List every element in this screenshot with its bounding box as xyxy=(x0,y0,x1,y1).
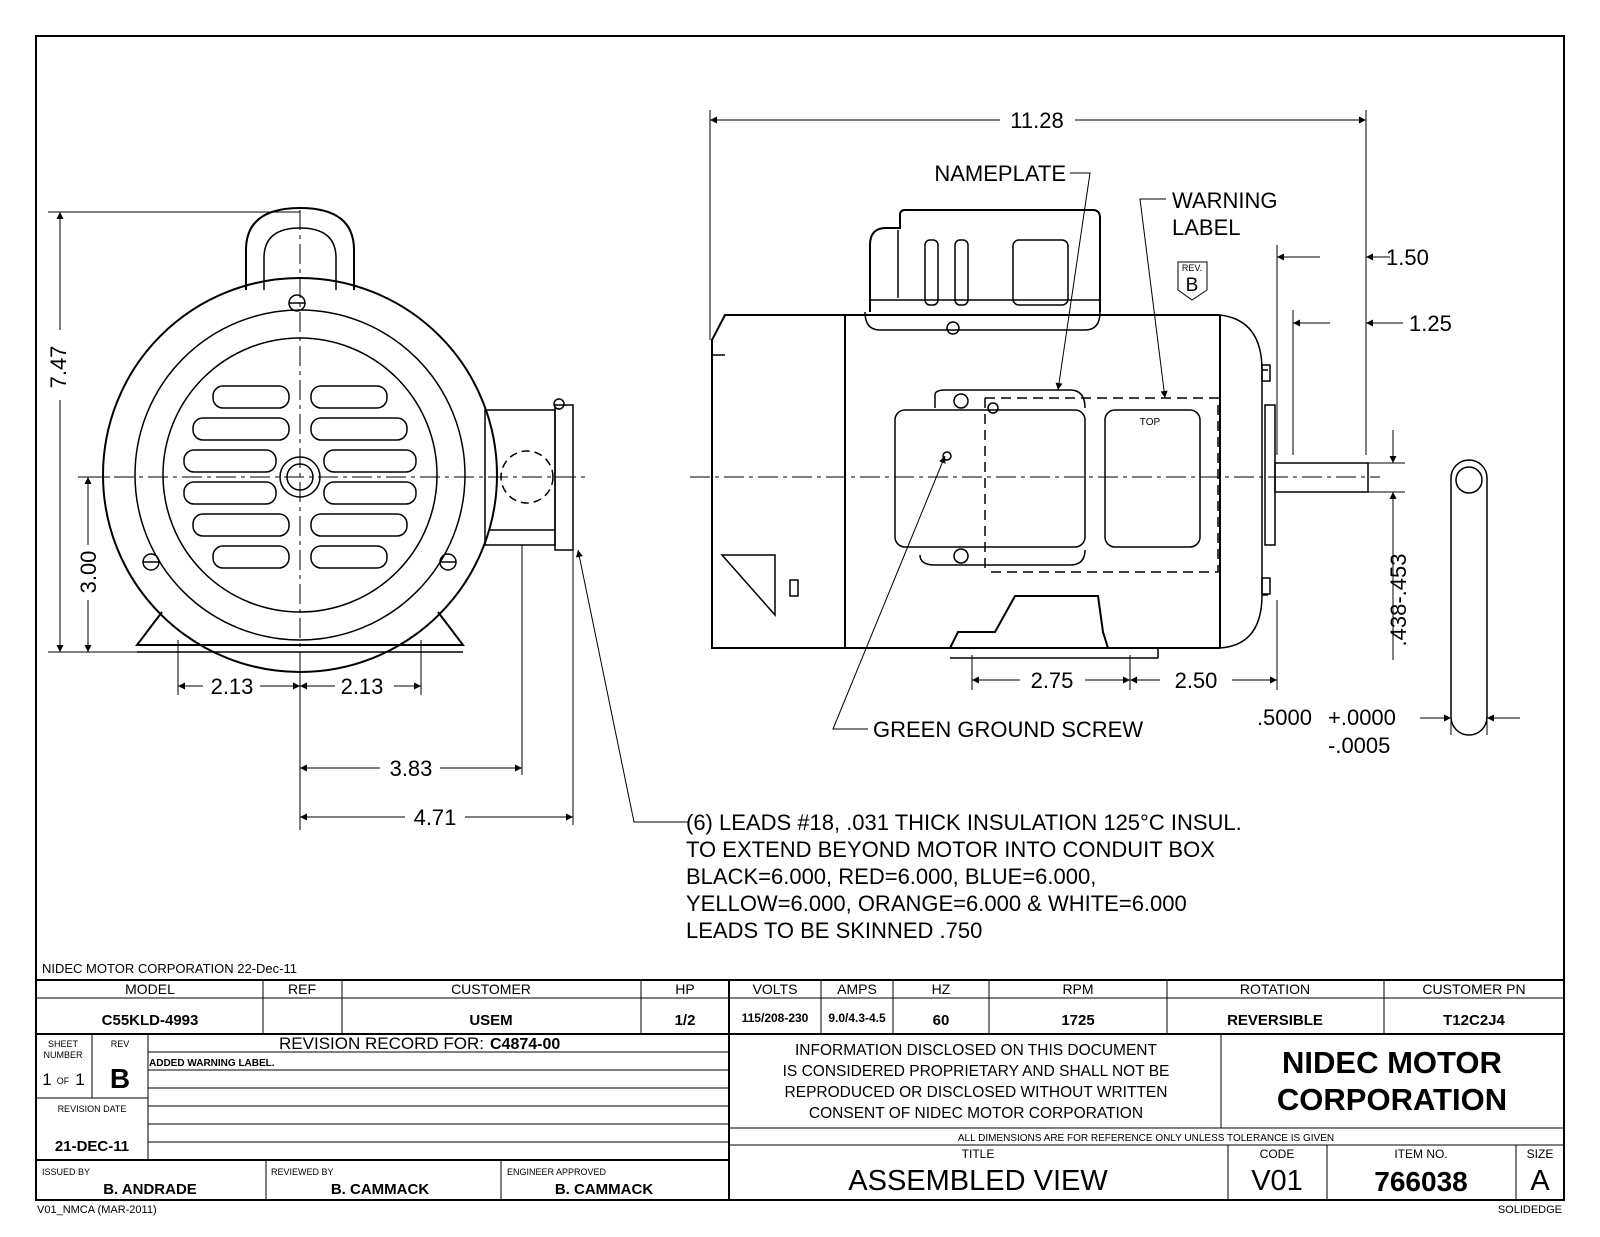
revision-record-number: C4874-00 xyxy=(490,1036,560,1053)
dim-foot-2-50: 2.50 xyxy=(1175,668,1218,693)
top-label: TOP xyxy=(1140,417,1161,428)
size-value: A xyxy=(1530,1165,1550,1197)
dim-foot-2-75: 2.75 xyxy=(1031,668,1074,693)
front-view-dimensions xyxy=(48,211,574,830)
dim-tolerance-minus: -.0005 xyxy=(1328,733,1390,758)
value-hz: 60 xyxy=(933,1012,950,1029)
item-number: 766038 xyxy=(1374,1166,1467,1197)
value-customer: USEM xyxy=(469,1012,512,1029)
dimensions-note: ALL DIMENSIONS ARE FOR REFERENCE ONLY UN… xyxy=(958,1133,1334,1144)
header-model: MODEL xyxy=(125,981,175,997)
proprietary-line-1: INFORMATION DISCLOSED ON THIS DOCUMENT xyxy=(795,1042,1158,1059)
form-id: V01_NMCA (MAR-2011) xyxy=(37,1204,157,1216)
title-label: TITLE xyxy=(962,1147,995,1161)
size-label: SIZE xyxy=(1527,1147,1554,1161)
side-view xyxy=(690,209,1488,736)
revision-date: 21-DEC-11 xyxy=(55,1138,129,1155)
dim-foot-right: 2.13 xyxy=(341,674,384,699)
sheet-total: 1 xyxy=(75,1070,84,1089)
dim-foot-left: 2.13 xyxy=(211,674,254,699)
dim-shaft-height: 3.00 xyxy=(76,551,101,594)
engineer-approved: B. CAMMACK xyxy=(555,1181,653,1198)
company-name-line-1: NIDEC MOTOR xyxy=(1282,1045,1502,1080)
issued-by: B. ANDRADE xyxy=(103,1181,197,1198)
rev-tag-letter: B xyxy=(1186,275,1199,296)
header-amps: AMPS xyxy=(837,981,877,997)
title-block-headers: MODEL REF CUSTOMER HP VOLTS AMPS HZ RPM … xyxy=(125,981,1526,997)
proprietary-line-4: CONSENT OF NIDEC MOTOR CORPORATION xyxy=(809,1105,1143,1122)
dim-shaft-diameter: .5000 xyxy=(1257,705,1312,730)
reviewed-by-label: REVIEWED BY xyxy=(271,1167,334,1177)
dimension-labels: 11.28 7.47 3.00 2.13 2.13 3.83 4.71 1.50… xyxy=(46,108,1452,830)
dim-tolerance-plus: +.0000 xyxy=(1328,705,1396,730)
value-model: C55KLD-4993 xyxy=(102,1012,199,1029)
sheet-label-2: NUMBER xyxy=(43,1050,83,1060)
leads-note-line-1: (6) LEADS #18, .031 THICK INSULATION 125… xyxy=(686,810,1242,835)
leads-note: (6) LEADS #18, .031 THICK INSULATION 125… xyxy=(686,810,1242,943)
value-rpm: 1725 xyxy=(1061,1012,1094,1029)
engineer-approved-label: ENGINEER APPROVED xyxy=(507,1167,607,1177)
value-hp: 1/2 xyxy=(675,1012,696,1029)
rev-tag-label: REV. xyxy=(1182,263,1202,273)
dim-shaft-1-50: 1.50 xyxy=(1386,245,1429,270)
leads-note-line-3: BLACK=6.000, RED=6.000, BLUE=6.000, xyxy=(686,864,1096,889)
title-row: TITLE ASSEMBLED VIEW CODE V01 ITEM NO. 7… xyxy=(848,1147,1553,1197)
rev-label: REV xyxy=(111,1039,130,1049)
dim-overall-length: 11.28 xyxy=(1010,108,1063,133)
dim-shaft-1-25: 1.25 xyxy=(1409,311,1452,336)
header-ref: REF xyxy=(288,981,316,997)
code-label: CODE xyxy=(1260,1147,1295,1161)
value-volts: 115/208-230 xyxy=(742,1011,809,1025)
software-tag: SOLIDEDGE xyxy=(1498,1204,1562,1216)
nameplate-callout: NAMEPLATE xyxy=(934,161,1066,186)
item-label: ITEM NO. xyxy=(1394,1147,1447,1161)
leads-note-line-5: LEADS TO BE SKINNED .750 xyxy=(686,918,982,943)
revision-block: SHEET NUMBER REV 1 OF 1 B REVISION DATE … xyxy=(42,1034,560,1155)
revision-date-label: REVISION DATE xyxy=(58,1104,127,1114)
revision-entry: ADDED WARNING LABEL. xyxy=(149,1058,275,1069)
rev-value: B xyxy=(110,1063,130,1094)
dim-flat: .438-.453 xyxy=(1386,554,1411,647)
dim-height: 7.47 xyxy=(46,346,71,389)
header-rpm: RPM xyxy=(1062,981,1093,997)
header-stamp: NIDEC MOTOR CORPORATION 22-Dec-11 xyxy=(42,961,297,976)
signature-row: ISSUED BY B. ANDRADE REVIEWED BY B. CAMM… xyxy=(42,1167,653,1198)
header-rotation: ROTATION xyxy=(1240,981,1310,997)
dim-conduit-3-83: 3.83 xyxy=(390,756,433,781)
header-hz: HZ xyxy=(932,981,951,997)
sheet-of: OF xyxy=(57,1076,70,1086)
code-value: V01 xyxy=(1251,1165,1303,1197)
header-hp: HP xyxy=(675,981,694,997)
side-view-dimensions xyxy=(575,110,1520,823)
proprietary-line-3: REPRODUCED OR DISCLOSED WITHOUT WRITTEN xyxy=(785,1084,1168,1101)
warning-label-callout-2: LABEL xyxy=(1172,215,1241,240)
sheet-number: 1 xyxy=(42,1070,51,1089)
value-customer-pn: T12C2J4 xyxy=(1443,1012,1505,1029)
leads-note-line-4: YELLOW=6.000, ORANGE=6.000 & WHITE=6.000 xyxy=(686,891,1187,916)
reviewed-by: B. CAMMACK xyxy=(331,1181,429,1198)
value-amps: 9.0/4.3-4.5 xyxy=(828,1011,886,1025)
leads-note-line-2: TO EXTEND BEYOND MOTOR INTO CONDUIT BOX xyxy=(686,837,1215,862)
sheet-label-1: SHEET xyxy=(48,1039,79,1049)
front-view xyxy=(80,206,590,820)
sheet-border xyxy=(35,35,1565,1201)
drawing-title: ASSEMBLED VIEW xyxy=(848,1165,1108,1197)
title-block-values: C55KLD-4993 USEM 1/2 115/208-230 9.0/4.3… xyxy=(102,1011,1506,1029)
proprietary-line-2: IS CONSIDERED PROPRIETARY AND SHALL NOT … xyxy=(783,1063,1170,1080)
value-rotation: REVERSIBLE xyxy=(1227,1012,1323,1029)
header-customer-pn: CUSTOMER PN xyxy=(1422,981,1525,997)
warning-label-callout: WARNING xyxy=(1172,188,1278,213)
ground-screw-callout: GREEN GROUND SCREW xyxy=(873,717,1143,742)
header-volts: VOLTS xyxy=(753,981,798,997)
company-name-line-2: CORPORATION xyxy=(1277,1082,1507,1117)
header-customer: CUSTOMER xyxy=(451,981,531,997)
callouts: NAMEPLATE WARNING LABEL REV. B TOP GREEN… xyxy=(873,161,1278,742)
revision-record-label: REVISION RECORD FOR: xyxy=(279,1034,484,1053)
dim-conduit-4-71: 4.71 xyxy=(414,805,457,830)
title-block-lines xyxy=(36,979,1564,1200)
proprietary-block: INFORMATION DISCLOSED ON THIS DOCUMENT I… xyxy=(783,1042,1507,1144)
issued-by-label: ISSUED BY xyxy=(42,1167,90,1177)
